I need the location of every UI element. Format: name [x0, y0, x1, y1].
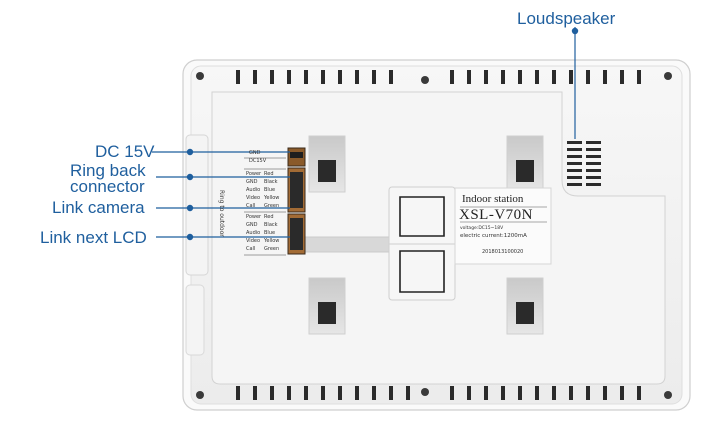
- group1-color: Green: [264, 203, 280, 209]
- terminal-connectors: [287, 147, 306, 255]
- group2-color: Green: [264, 246, 280, 252]
- screw-icons: [196, 72, 672, 399]
- sticker-title: Indoor station: [462, 193, 524, 205]
- group1-label: Power: [246, 171, 262, 177]
- ring-back-callout-line2: connector: [70, 177, 145, 196]
- terminal-label-lines: [244, 157, 286, 256]
- link-camera-callout: Link camera: [52, 198, 145, 217]
- group2-color: Black: [264, 222, 278, 228]
- mounting-holes: [308, 135, 544, 335]
- group1-color: Red: [264, 171, 274, 177]
- group1-label: GND: [246, 179, 258, 185]
- group1-color: Yellow: [264, 195, 280, 201]
- loudspeaker-grille: [567, 141, 601, 186]
- sticker-current: electric current:1200mA: [460, 233, 527, 239]
- sticker-voltage: voltage:DC15~18V: [460, 226, 504, 231]
- link-next-lcd-callout: Link next LCD: [40, 228, 147, 247]
- group1-label: Audio: [246, 187, 261, 193]
- group2-color: Yellow: [264, 238, 280, 244]
- group2-label: Audio: [246, 230, 261, 236]
- terminal-side-text: Ring to outdoor: [218, 190, 225, 237]
- group1-label: Call: [246, 203, 256, 209]
- group2-color: Red: [264, 214, 274, 220]
- group1-color: Blue: [264, 187, 276, 193]
- group2-color: Blue: [264, 230, 276, 236]
- dc15v-callout: DC 15V: [95, 142, 155, 161]
- sticker-serial: 2018013100020: [482, 249, 524, 255]
- group2-label: GND: [246, 222, 258, 228]
- group2-label: Call: [246, 246, 256, 252]
- terminal-label-dc15v: DC15V: [249, 158, 267, 164]
- bottom-vents: [236, 386, 641, 400]
- group2-label: Power: [246, 214, 262, 220]
- ring-back-callout-line1: Ring back: [70, 161, 146, 180]
- top-vents: [236, 70, 641, 84]
- group1-label: Video: [246, 195, 261, 201]
- label-sticker: [454, 187, 552, 265]
- loudspeaker-callout: Loudspeaker: [517, 9, 616, 28]
- callout-leaders: [152, 27, 579, 241]
- sticker-model: XSL-V70N: [459, 207, 533, 223]
- terminal-label-gnd: GND: [249, 150, 261, 156]
- group1-color: Black: [264, 179, 278, 185]
- group2-label: Video: [246, 238, 261, 244]
